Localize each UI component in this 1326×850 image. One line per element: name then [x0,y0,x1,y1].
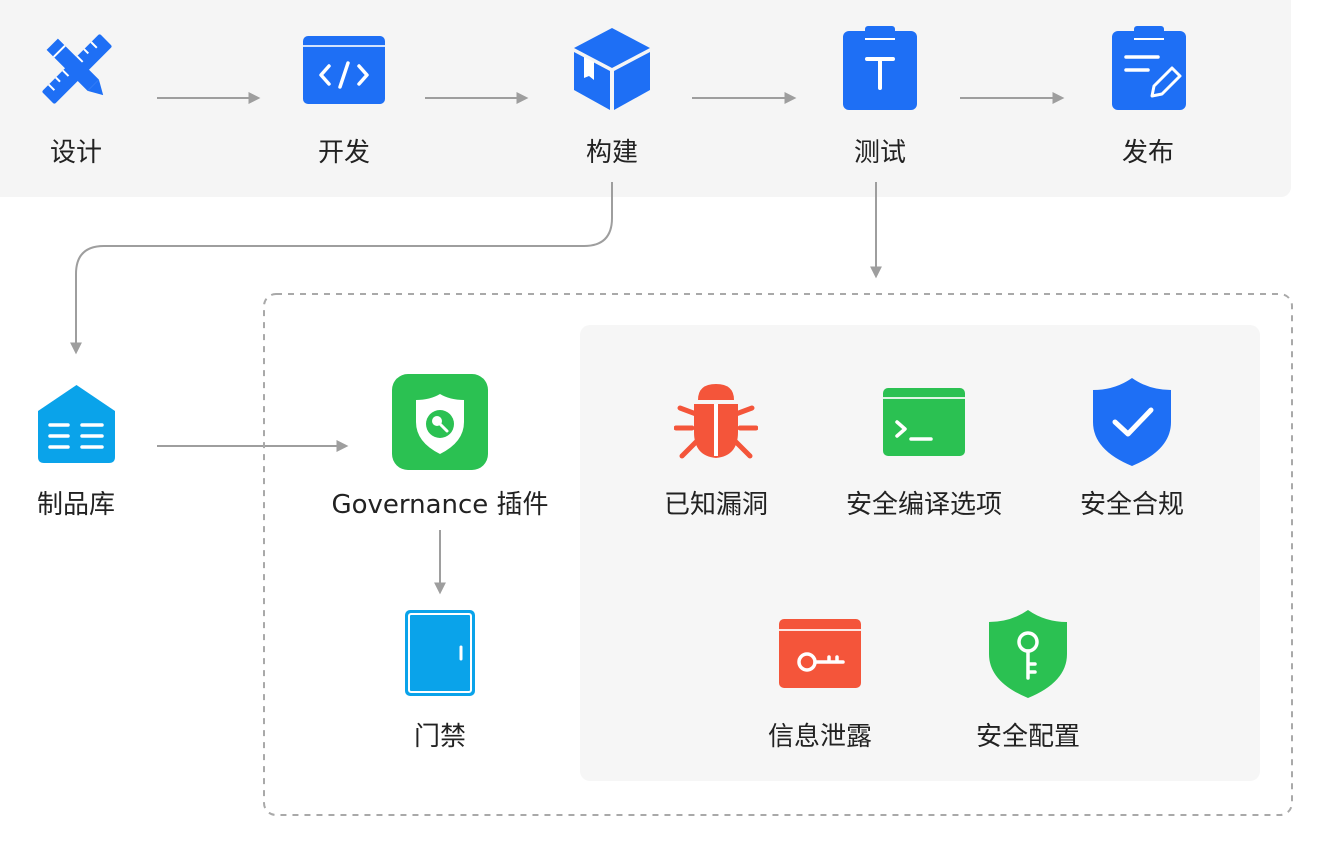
shield-scan-icon [392,374,488,470]
check-label-known-vulns: 已知漏洞 [663,490,769,520]
box-icon [574,28,650,110]
stage-label-test: 测试 [853,138,907,168]
stage-label-design: 设计 [49,138,103,168]
arrow-build-to-repo [70,182,613,355]
shield-check-icon [1093,378,1171,466]
plugin-label: Governance 插件 [331,490,549,520]
check-label-security-config: 安全配置 [975,722,1081,752]
repository-label: 制品库 [36,490,116,520]
release-clipboard-icon [1112,26,1186,110]
check-label-compliance: 安全合规 [1079,490,1185,520]
shield-key-icon [989,610,1067,698]
terminal-icon [883,388,965,456]
check-label-compile-options: 安全编译选项 [845,490,1003,520]
stage-label-dev: 开发 [317,138,371,168]
gate-label: 门禁 [413,722,467,752]
key-card-icon [779,619,861,688]
warehouse-icon [38,385,115,463]
test-clipboard-icon [843,26,917,110]
door-icon [405,610,475,696]
check-label-info-leak: 信息泄露 [767,722,873,752]
stage-label-release: 发布 [1121,138,1175,168]
code-window-icon [303,36,385,104]
stage-label-build: 构建 [585,138,639,168]
ruler-pencil-icon [42,34,112,104]
bug-icon [674,384,758,459]
governance-boundary [263,293,1293,816]
